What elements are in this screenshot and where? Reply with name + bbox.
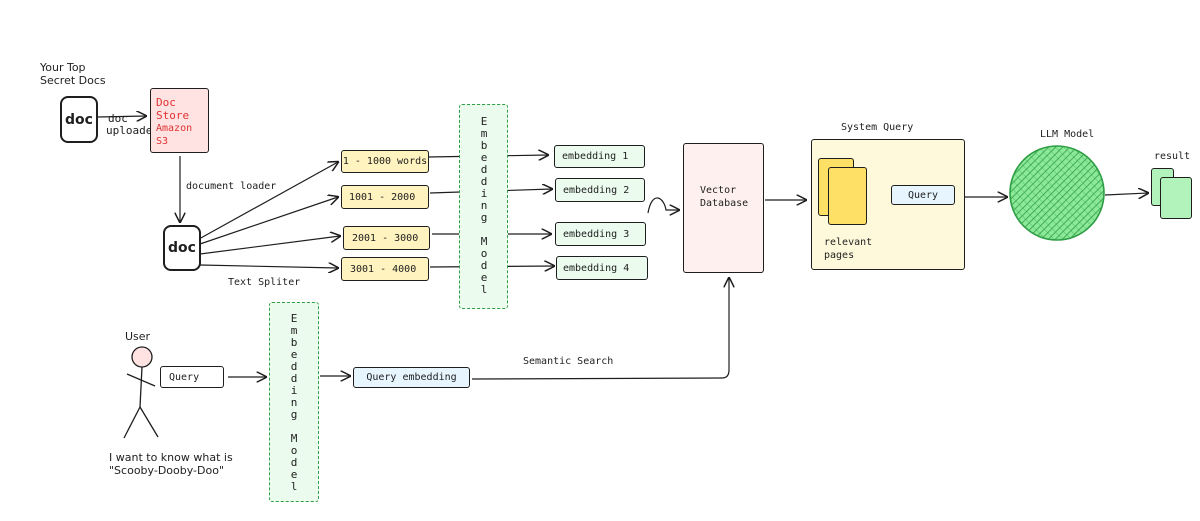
doc-store-line1: Doc xyxy=(156,96,176,109)
emb-top-letter: g xyxy=(480,211,488,224)
semantic-search-label: Semantic Search xyxy=(523,356,614,367)
embedding-model-top xyxy=(459,104,508,309)
embedding-3-label: embedding 3 xyxy=(563,228,630,240)
emb-top-letter: d xyxy=(480,163,488,176)
emb-top-letter: e xyxy=(480,151,488,164)
emb-top-letter: n xyxy=(480,199,488,212)
chunk-4-label: 3001 - 4000 xyxy=(350,263,417,275)
embedding-4: embedding 4 xyxy=(556,256,648,280)
user-query-box: Query xyxy=(160,366,224,388)
embedding-1-label: embedding 1 xyxy=(562,151,629,162)
emb-top-letter: E xyxy=(480,115,488,128)
loaded-doc-label: doc xyxy=(168,240,196,256)
embedding-model-bottom-text: E m b e d d i n g M o d e l xyxy=(289,313,299,493)
source-title-line1: Your Top xyxy=(40,61,86,74)
emb-top-letter: M xyxy=(480,235,488,248)
emb-bottom-letter: g xyxy=(290,408,298,421)
chunk-3-label: 2001 - 3000 xyxy=(352,232,419,244)
emb-top-letter: l xyxy=(480,283,488,296)
emb-top-letter: o xyxy=(480,247,488,260)
emb-bottom-letter: b xyxy=(290,336,298,349)
emb-bottom-letter: l xyxy=(290,480,298,493)
uploader-label-line1: doc xyxy=(108,112,128,125)
system-query-query: Query xyxy=(891,185,955,205)
user-label: User xyxy=(125,330,151,343)
embedding-2-label: embedding 2 xyxy=(563,184,630,196)
embedding-3: embedding 3 xyxy=(555,222,646,246)
doc-store-line3: Amazon S3 xyxy=(156,123,193,147)
arrow-semantic-search xyxy=(471,278,729,380)
emb-top-letter: d xyxy=(480,259,488,272)
arrow-doc-to-chunk-2 xyxy=(199,197,338,245)
source-title-line2: Secret Docs xyxy=(40,74,106,87)
emb-bottom-letter: d xyxy=(290,372,298,385)
arrow-doc-to-chunk-1 xyxy=(198,162,338,240)
emb-bottom-letter: E xyxy=(290,312,298,325)
emb-top-letter: b xyxy=(480,139,488,152)
system-query-query-label: Query xyxy=(907,189,939,201)
doc-store: Doc Store Amazon S3 xyxy=(150,88,209,153)
chunk-3: 2001 - 3000 xyxy=(343,226,430,250)
document-loader-label: document loader xyxy=(186,181,277,192)
user-question-line2: "Scooby-Dooby-Doo" xyxy=(109,464,225,477)
user-figure-icon xyxy=(123,346,159,439)
emb-bottom-letter: e xyxy=(290,348,298,361)
chunk-2: 1001 - 2000 xyxy=(341,185,429,209)
arrow-doc-to-chunk-4 xyxy=(199,265,338,268)
source-doc-label: doc xyxy=(65,111,93,128)
emb-bottom-letter: i xyxy=(290,384,298,397)
embedding-2: embedding 2 xyxy=(555,178,645,202)
result-label: result xyxy=(1154,151,1191,162)
result-page-front xyxy=(1160,177,1192,219)
emb-bottom-letter: d xyxy=(290,456,298,469)
llm-title: LLM Model xyxy=(1040,129,1095,140)
query-embedding-label: Query embedding xyxy=(366,372,457,383)
emb-top-letter: d xyxy=(480,175,488,188)
emb-bottom-letter: M xyxy=(290,432,298,445)
relevant-pages-line1: relevant xyxy=(824,237,873,248)
user-question-line1: I want to know what is xyxy=(109,451,233,464)
emb-top-letter: e xyxy=(480,271,488,284)
embedding-1: embedding 1 xyxy=(554,145,645,168)
doc-store-line2: Store xyxy=(156,109,190,122)
emb-bottom-letter: n xyxy=(290,396,298,409)
system-query-title: System Query xyxy=(841,122,914,133)
arrow-doc-to-store xyxy=(97,116,146,117)
embedding-4-label: embedding 4 xyxy=(563,262,630,274)
vector-db-line2: Database xyxy=(700,198,749,209)
llm-model-icon xyxy=(1009,145,1105,241)
user-query-label: Query xyxy=(169,371,200,383)
uploader-label-line2: uploader xyxy=(106,124,159,137)
arrow-doc-to-chunk-3 xyxy=(199,236,340,255)
embedding-model-top-text: E m b e d d i n g M o d e l xyxy=(479,116,489,296)
chunk-4: 3001 - 4000 xyxy=(341,257,429,281)
relevant-page-front xyxy=(828,167,867,225)
query-embedding: Query embedding xyxy=(353,367,470,388)
emb-bottom-letter: e xyxy=(290,468,298,481)
chunk-1-label: 1 - 1000 words xyxy=(342,156,428,167)
emb-bottom-letter: m xyxy=(290,324,298,337)
emb-bottom-letter: d xyxy=(290,360,298,373)
arrow-emb-to-vector-db xyxy=(647,197,679,213)
loaded-doc: doc xyxy=(163,225,201,271)
emb-bottom-letter: o xyxy=(290,444,298,457)
vector-db-line1: Vector xyxy=(700,185,737,196)
emb-top-letter: m xyxy=(480,127,488,140)
embedding-model-bottom xyxy=(269,302,319,502)
chunk-2-label: 1001 - 2000 xyxy=(349,191,416,203)
source-doc: doc xyxy=(60,96,98,143)
chunk-1: 1 - 1000 words xyxy=(341,150,429,173)
text-splitter-label: Text Spliter xyxy=(228,277,301,288)
vector-database: Vector Database xyxy=(683,143,764,273)
relevant-pages-line2: pages xyxy=(824,250,855,261)
emb-top-letter: i xyxy=(480,187,488,200)
arrow-llm-to-result xyxy=(1104,193,1148,195)
